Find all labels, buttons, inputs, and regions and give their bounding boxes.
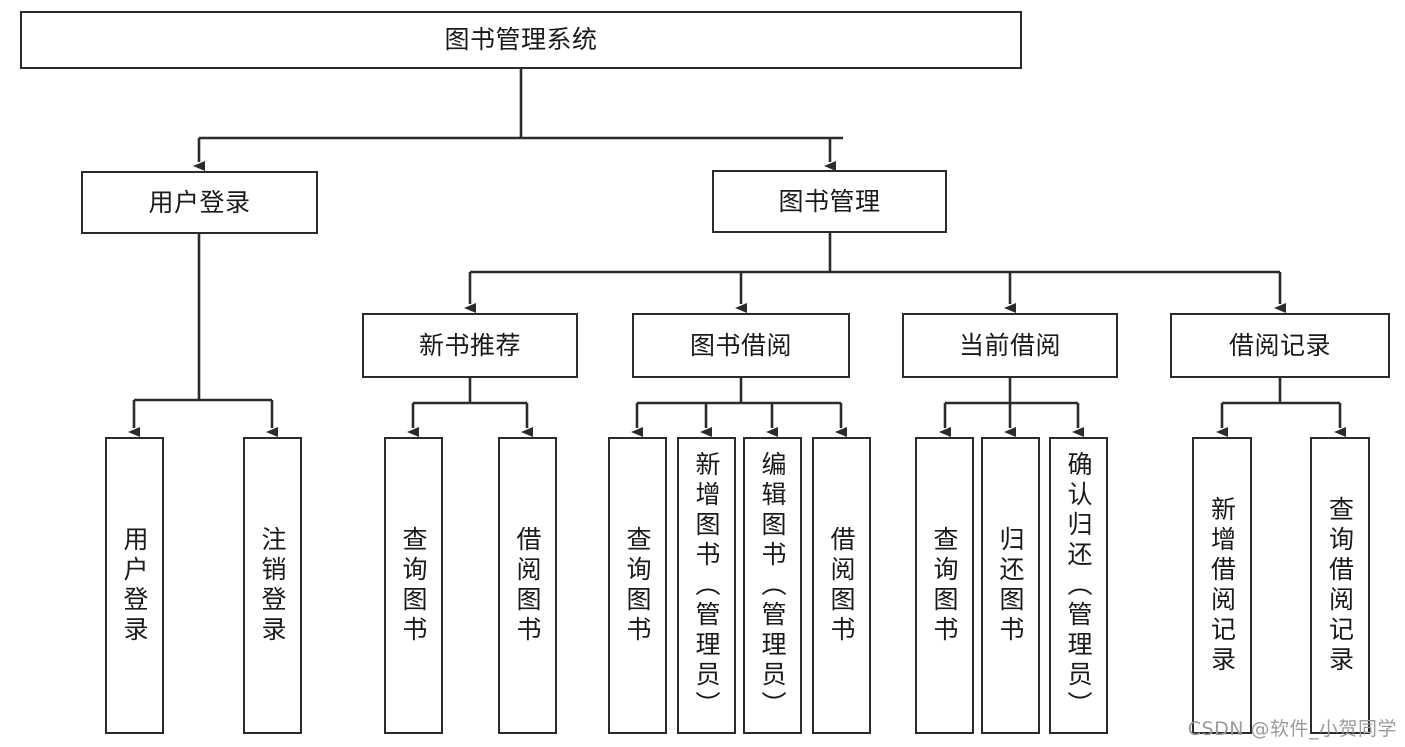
node-leaf-logout[interactable]: 注销登录 [243, 437, 302, 734]
node-leaf-add-book[interactable]: 新增图书（管理员） [677, 437, 736, 734]
node-leaf-query-book-3[interactable]: 查询图书 [915, 437, 974, 734]
node-label: 查询借阅记录 [1325, 495, 1355, 676]
node-label: 用户登录 [148, 187, 251, 217]
node-leaf-borrow-book-2[interactable]: 借阅图书 [812, 437, 871, 734]
node-leaf-query-book-1[interactable]: 查询图书 [384, 437, 443, 734]
node-label: 注销登录 [258, 525, 287, 646]
node-label: 编辑图书（管理员） [758, 450, 787, 721]
node-label: 借阅图书 [513, 525, 542, 646]
node-label: 新增图书（管理员） [692, 450, 721, 721]
node-label: 查询图书 [623, 525, 652, 646]
node-leaf-query-record[interactable]: 查询借阅记录 [1310, 437, 1370, 734]
node-label: 新增借阅记录 [1207, 495, 1237, 676]
node-root-book-management-system[interactable]: 图书管理系统 [20, 11, 1022, 69]
node-leaf-user-login[interactable]: 用户登录 [105, 437, 164, 734]
node-label: 图书管理 [778, 186, 881, 216]
watermark-csdn: CSDN @软件_小贺同学 [1187, 718, 1397, 740]
node-label: 当前借阅 [958, 330, 1061, 360]
node-label: 归还图书 [996, 525, 1025, 646]
node-label: 查询图书 [930, 525, 959, 646]
node-label: 图书借阅 [689, 330, 792, 360]
node-leaf-confirm-return[interactable]: 确认归还（管理员） [1049, 437, 1108, 734]
node-label: 确认归还（管理员） [1064, 450, 1093, 721]
node-leaf-edit-book[interactable]: 编辑图书（管理员） [743, 437, 802, 734]
node-borrow-record[interactable]: 借阅记录 [1170, 313, 1390, 378]
node-leaf-borrow-book-1[interactable]: 借阅图书 [498, 437, 557, 734]
node-label: 图书管理系统 [444, 25, 598, 55]
node-leaf-query-book-2[interactable]: 查询图书 [608, 437, 667, 734]
node-label: 查询图书 [399, 525, 428, 646]
node-book-manage[interactable]: 图书管理 [712, 170, 947, 233]
node-leaf-return-book[interactable]: 归还图书 [981, 437, 1040, 734]
node-label: 新书推荐 [418, 330, 521, 360]
node-book-borrow[interactable]: 图书借阅 [632, 313, 850, 378]
node-leaf-add-record[interactable]: 新增借阅记录 [1192, 437, 1252, 734]
node-label: 借阅记录 [1228, 330, 1331, 360]
node-label: 用户登录 [120, 525, 149, 646]
node-current-borrow[interactable]: 当前借阅 [902, 313, 1118, 378]
node-new-book-recommend[interactable]: 新书推荐 [362, 313, 578, 378]
node-user-login[interactable]: 用户登录 [81, 171, 318, 234]
node-label: 借阅图书 [827, 525, 856, 646]
